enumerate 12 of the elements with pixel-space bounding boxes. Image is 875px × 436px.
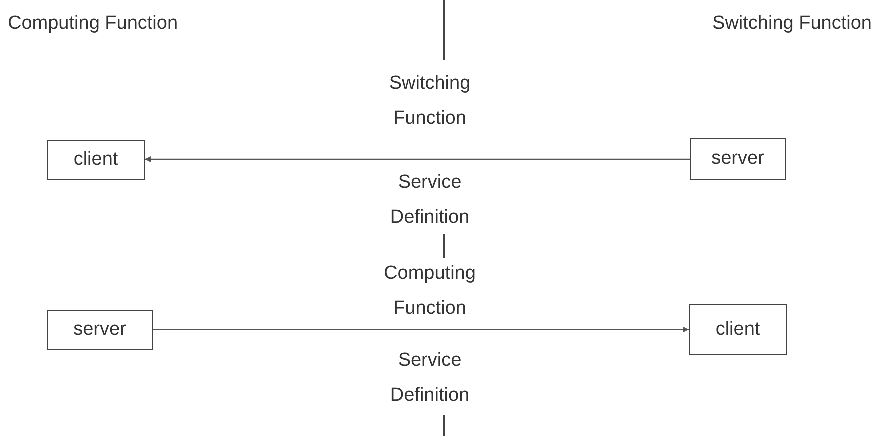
process-box: server xyxy=(690,138,786,180)
layer-label: Computing Function xyxy=(383,262,477,321)
process-box: server xyxy=(47,310,153,350)
process-box: client xyxy=(689,304,787,355)
layer-label: Switching Function xyxy=(712,12,872,36)
layer-label: Computing Function xyxy=(8,12,180,36)
arrow xyxy=(145,156,690,162)
arrow xyxy=(153,326,689,333)
process-box: client xyxy=(47,140,145,180)
layer-label: Service Definition xyxy=(389,171,471,230)
layer-label: Service Definition xyxy=(389,349,471,408)
layer-label: Switching Function xyxy=(388,72,472,131)
